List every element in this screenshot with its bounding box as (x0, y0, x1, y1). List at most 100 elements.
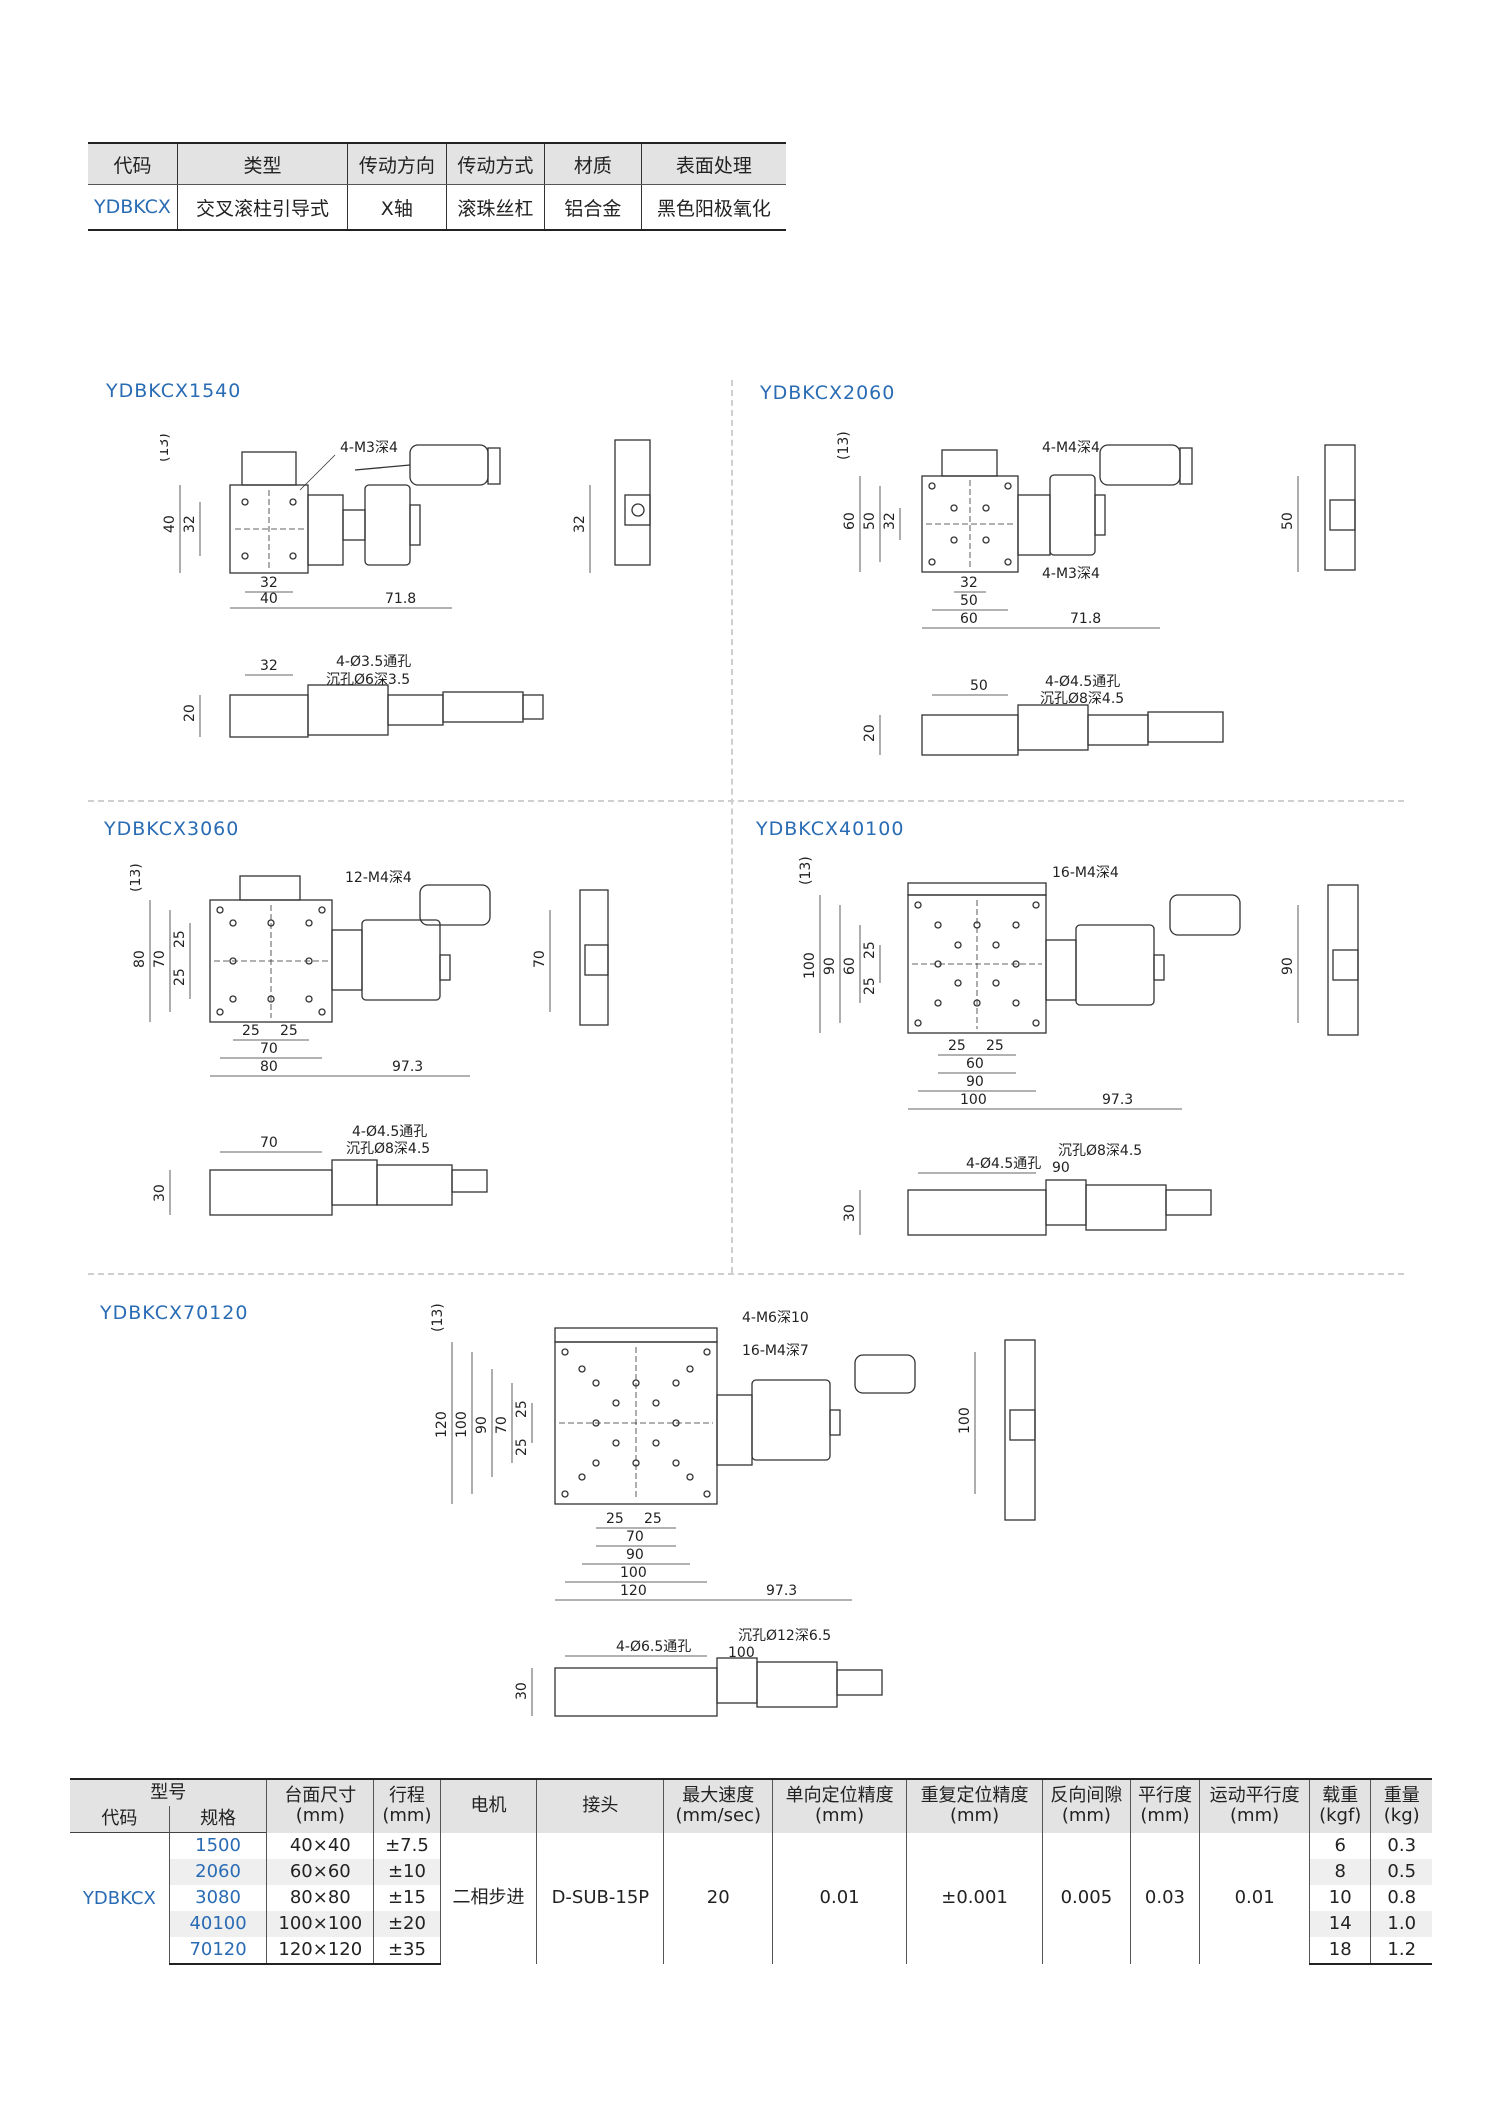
cell-code: YDBKCX (88, 184, 178, 231)
dim-40-h: 40 (260, 591, 278, 607)
dim-13: (13) (836, 431, 852, 460)
dim-50-side: 50 (1280, 512, 1296, 530)
dim-25-v2: 25 (514, 1438, 530, 1456)
dim-40-v: 40 (162, 515, 178, 533)
cell-load: 18 (1308, 1937, 1371, 1965)
label-thread: 4-M3深4 (340, 440, 398, 456)
header-connector: 接头 (536, 1778, 664, 1833)
divider-row-2 (88, 1273, 1404, 1275)
header-code: 代码 (88, 142, 178, 185)
label-counterbore: 沉孔Ø6深3.5 (326, 672, 410, 688)
table-row: 70120 120×120 ±35 18 1.2 (70, 1937, 1432, 1965)
label-thread: 16-M4深4 (1052, 865, 1119, 881)
cell-weight: 1.2 (1370, 1937, 1432, 1965)
header-weight: 重量(kg) (1370, 1778, 1432, 1833)
dim-25-v1: 25 (514, 1400, 530, 1418)
cell-repeat-accuracy: ±0.001 (906, 1832, 1043, 1964)
cell-size: 60×60 (266, 1859, 374, 1885)
dim-25-h1: 25 (606, 1511, 624, 1527)
dim-60-v: 60 (842, 512, 858, 530)
label-thread-2: 16-M4深7 (742, 1343, 809, 1359)
dim-32-side: 32 (572, 515, 588, 533)
cell-code: YDBKCX (82, 1887, 156, 1909)
dim-60-h: 60 (960, 611, 978, 627)
section-title-2060: YDBKCX2060 (760, 382, 896, 404)
table-row: 2060 60×60 ±10 8 0.5 (70, 1859, 1432, 1885)
dim-25-v2: 25 (862, 977, 878, 995)
cell-load: 10 (1308, 1885, 1371, 1911)
cell-backlash: 0.005 (1042, 1832, 1131, 1964)
header-code: 代码 (70, 1806, 170, 1833)
header-spec: 规格 (168, 1806, 267, 1833)
label-thread: 12-M4深4 (345, 870, 412, 886)
dim-100-v: 100 (802, 952, 818, 979)
cell-weight: 1.0 (1370, 1911, 1432, 1937)
type-table-row: YDBKCX 交叉滚柱引导式 X轴 滚珠丝杠 铝合金 黑色阳极氧化 (88, 184, 786, 231)
dim-97-3: 97.3 (1102, 1092, 1133, 1108)
label-hole: 4-Ø4.5通孔 (1045, 674, 1120, 690)
section-title-3060: YDBKCX3060 (104, 818, 240, 840)
dim-30: 30 (842, 1204, 858, 1222)
dim-20: 20 (182, 704, 198, 722)
header-load: 载重(kgf) (1308, 1778, 1371, 1833)
dim-100-h: 100 (960, 1092, 987, 1108)
dim-30: 30 (152, 1184, 168, 1202)
cell-weight: 0.8 (1370, 1885, 1432, 1911)
dim-90-v: 90 (474, 1416, 490, 1434)
label-hole: 沉孔Ø8深4.5 (1058, 1143, 1142, 1159)
cell-load: 14 (1308, 1911, 1371, 1937)
table-row: 3080 80×80 ±15 10 0.8 (70, 1885, 1432, 1911)
header-drive-method: 传动方式 (445, 142, 545, 185)
dim-90-side: 90 (1280, 957, 1296, 975)
cell-type: 交叉滚柱引导式 (176, 184, 348, 231)
cell-size: 100×100 (266, 1911, 374, 1937)
cell-weight: 0.3 (1370, 1832, 1432, 1859)
header-backlash: 反向间隙(mm) (1042, 1778, 1131, 1833)
cell-spec: 3080 (168, 1885, 267, 1911)
cell-connector: D-SUB-15P (536, 1832, 664, 1964)
dim-25-h1: 25 (948, 1038, 966, 1054)
label-counterbore: 沉孔Ø8深4.5 (346, 1141, 430, 1157)
section-title-70120: YDBKCX70120 (100, 1302, 249, 1324)
label-thread-2: 4-M3深4 (1042, 566, 1100, 582)
cell-motor: 二相步进 (439, 1832, 537, 1964)
header-motor: 电机 (439, 1778, 537, 1833)
dim-50-v: 50 (862, 512, 878, 530)
label-thread-1: 4-M4深4 (1042, 440, 1100, 456)
cell-load: 8 (1308, 1859, 1371, 1885)
divider-row-1 (88, 800, 1404, 802)
dim-70-h: 70 (260, 1041, 278, 1057)
drawing-1540: (13) 40 32 32 40 71.8 4-M3深4 32 32 4-Ø3.… (160, 433, 651, 738)
cell-spec: 40100 (168, 1911, 267, 1937)
dim-20: 20 (862, 724, 878, 742)
type-table-header-row: 代码 类型 传动方向 传动方式 材质 表面处理 (88, 142, 786, 185)
label-hole: 4-Ø4.5通孔 (352, 1124, 427, 1140)
dim-70-front: 70 (260, 1135, 278, 1151)
dim-80-h: 80 (260, 1059, 278, 1075)
dim-100-side: 100 (957, 1407, 973, 1434)
section-title-40100: YDBKCX40100 (756, 818, 905, 840)
label-counterbore: 100 (728, 1645, 755, 1661)
cell-parallelism: 0.03 (1129, 1832, 1200, 1964)
dim-25-v2: 25 (172, 968, 188, 986)
header-type: 类型 (176, 142, 348, 185)
cell-weight: 0.5 (1370, 1859, 1432, 1885)
section-title-1540: YDBKCX1540 (106, 380, 242, 402)
label-thread-1: 4-M6深10 (742, 1310, 809, 1326)
header-max-speed: 最大速度(mm/sec) (663, 1778, 773, 1833)
cell-stroke: ±10 (373, 1859, 441, 1885)
cell-drive-direction: X轴 (347, 184, 447, 231)
drawing-70120: (13) 120 100 90 70 25 25 4-M6深10 16-M4深7… (430, 1303, 1036, 1717)
dim-97-3: 97.3 (392, 1059, 423, 1075)
dim-71-8: 71.8 (385, 591, 416, 607)
dim-50-h: 50 (960, 593, 978, 609)
header-stroke: 行程(mm) (373, 1778, 441, 1833)
dim-120-h: 120 (620, 1583, 647, 1599)
cell-spec: 2060 (168, 1859, 267, 1885)
dim-70-h: 70 (626, 1529, 644, 1545)
dim-100-front: 4-Ø6.5通孔 (616, 1639, 691, 1655)
dim-25-h2: 25 (644, 1511, 662, 1527)
cell-size: 40×40 (266, 1832, 374, 1859)
dim-90-v: 90 (822, 957, 838, 975)
cell-drive-method: 滚珠丝杠 (445, 184, 545, 231)
